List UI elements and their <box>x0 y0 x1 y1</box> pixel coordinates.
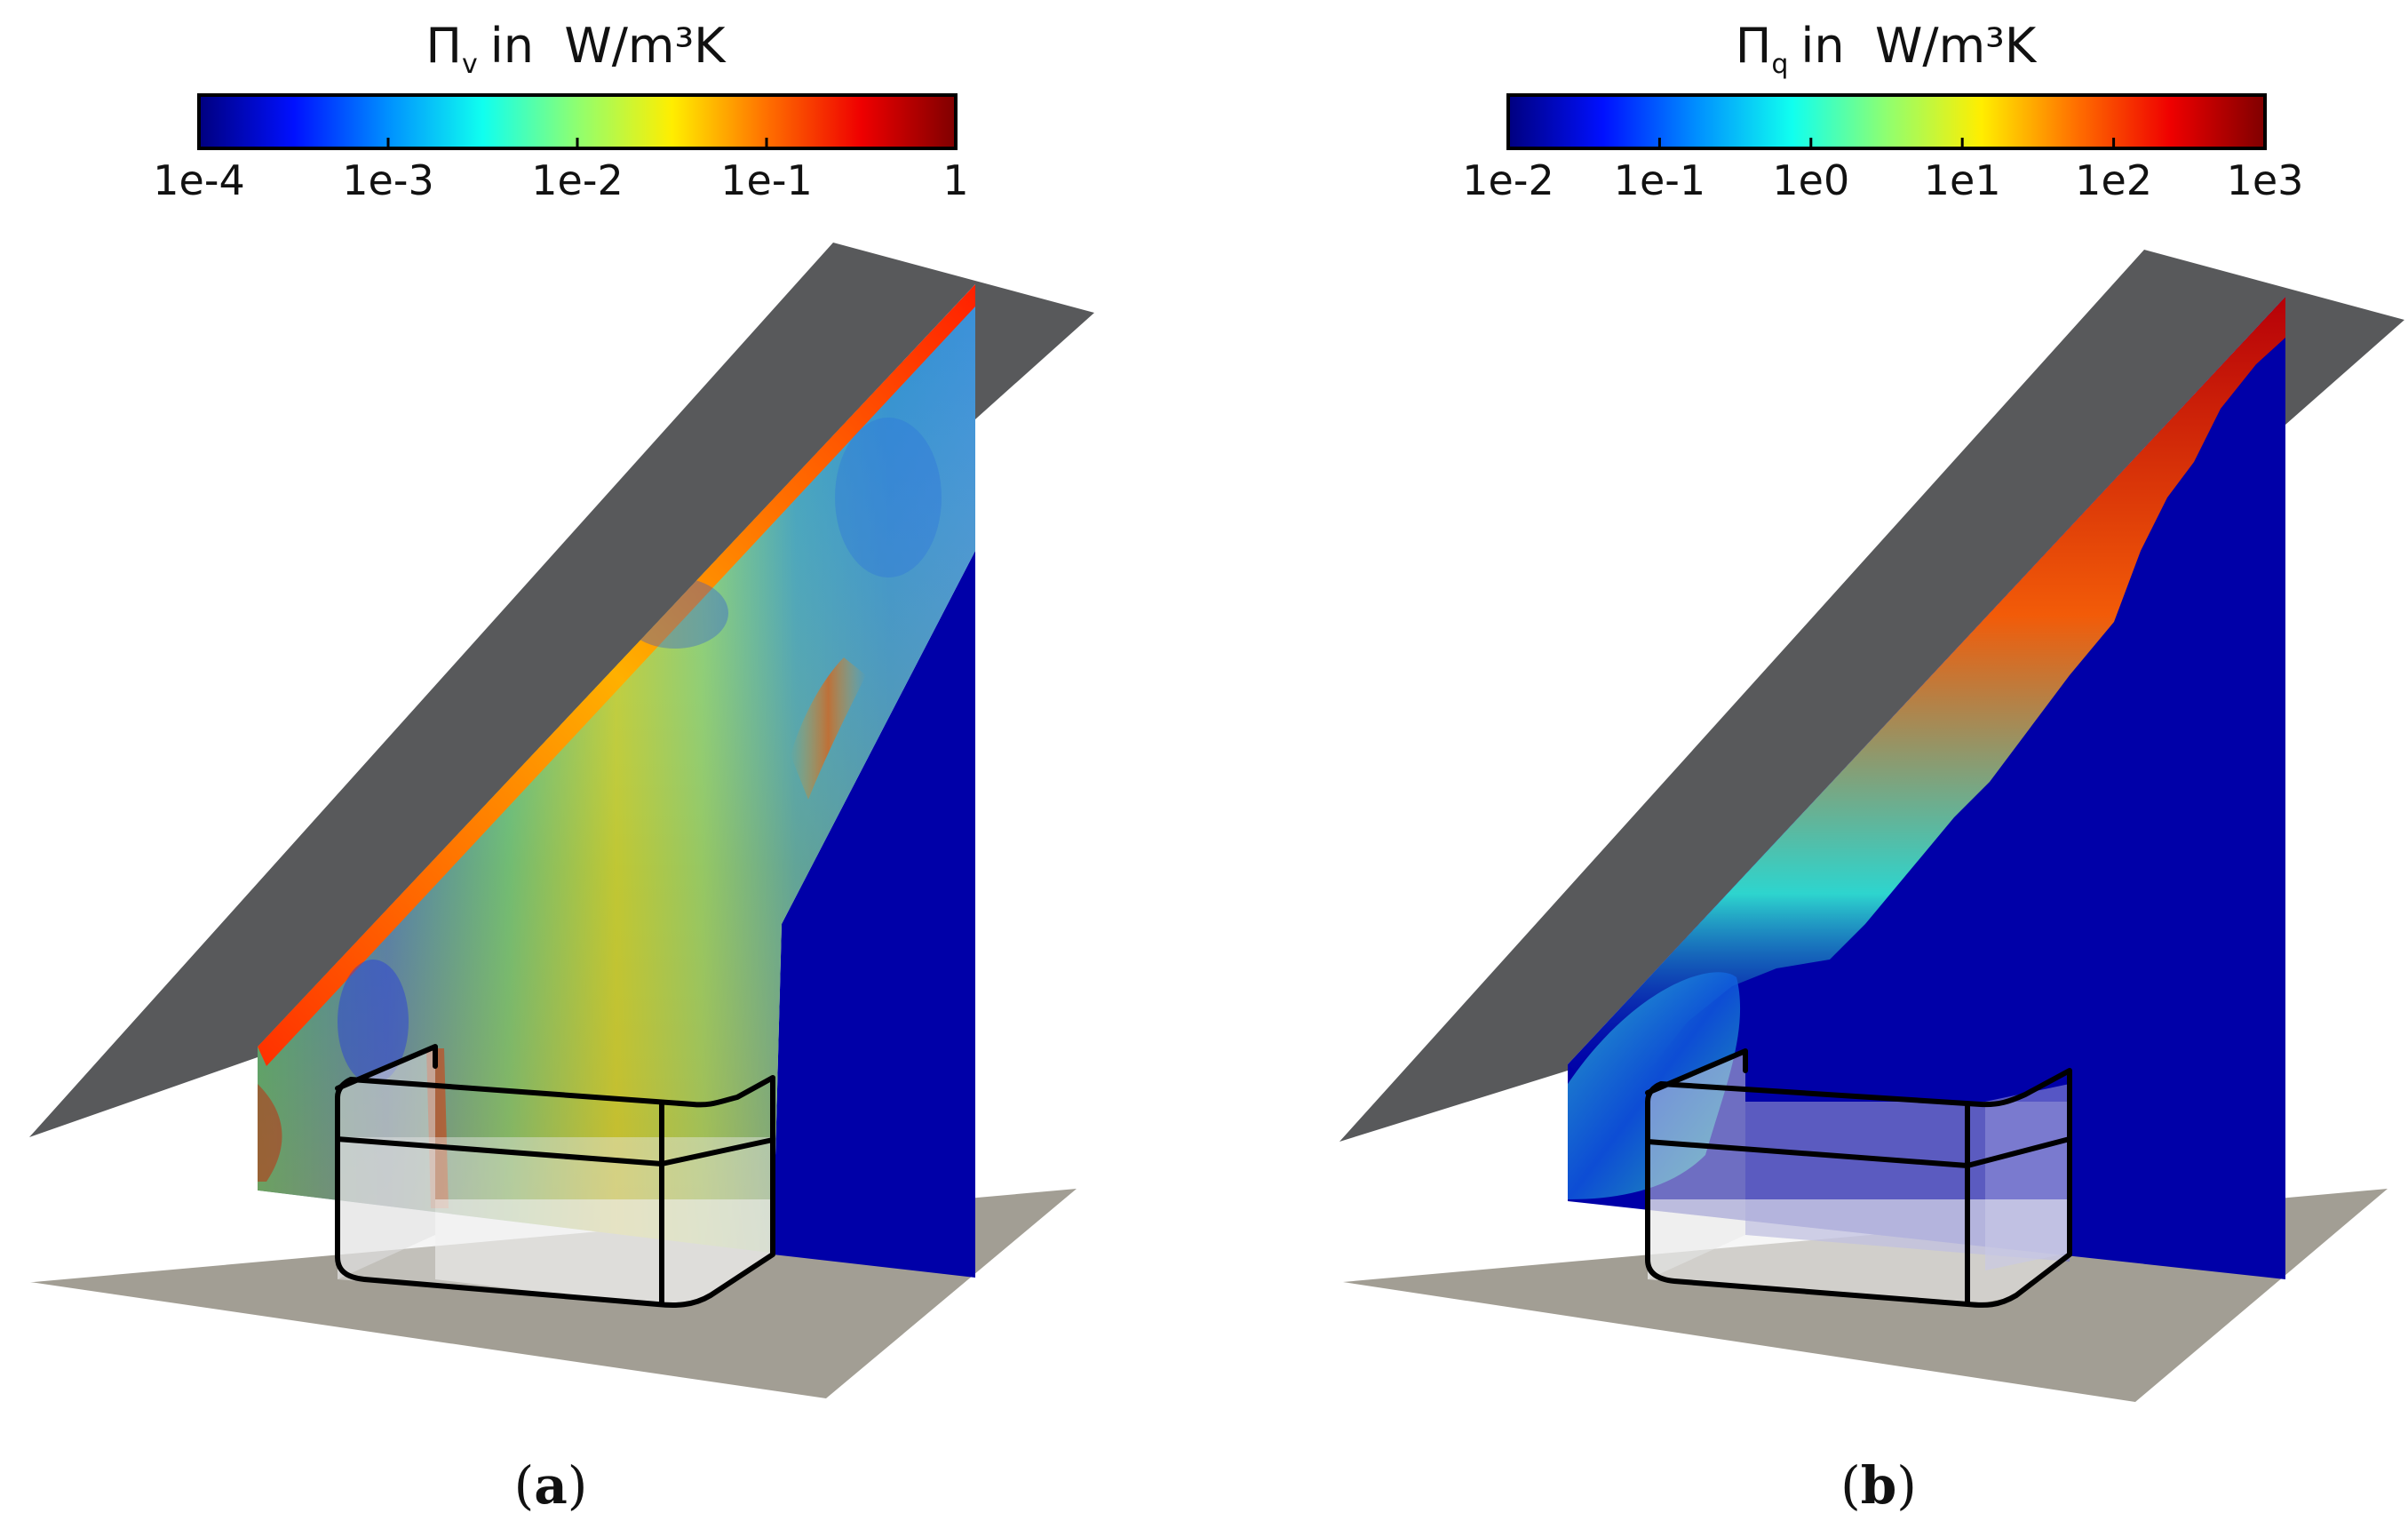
panel-label-b-close: ) <box>1896 1455 1917 1516</box>
colorbar-a-tick-label: 1e-3 <box>342 156 433 204</box>
panel-label-a-open: ( <box>514 1455 535 1516</box>
colorbar-a-unit: in W/m³K <box>490 18 727 74</box>
colorbar-b-symbol: Π <box>1736 18 1772 74</box>
panel-label-a-close: ) <box>568 1455 588 1516</box>
colorbar-a-tick-label: 1 <box>942 156 968 204</box>
panel-label-b-open: ( <box>1840 1455 1861 1516</box>
panel-label-b-letter: b <box>1861 1455 1897 1516</box>
colorbar-a-tick-label: 1e-1 <box>720 156 812 204</box>
roof-b <box>1339 250 2404 1142</box>
slice-a-quiet-region <box>773 551 975 1278</box>
panel-b <box>1339 250 2404 1402</box>
colorbar-b-tick-label: 1e-2 <box>1462 156 1554 204</box>
slice-a-field <box>258 284 975 1254</box>
colorbar-b: Πq in W/m³K 1e-2 1e-1 1e0 1e1 1e2 1e3 <box>1462 18 2303 204</box>
colorbar-a-subscript: v <box>462 49 478 80</box>
colorbar-b-ticks: 1e-2 1e-1 1e0 1e1 1e2 1e3 <box>1462 138 2303 204</box>
colorbar-b-tick-label: 1e2 <box>2075 156 2152 204</box>
colorbar-a: Πv in W/m³K 1e-4 1e-3 1e-2 1e-1 1 <box>153 18 968 204</box>
colorbar-a-title: Πv in W/m³K <box>425 18 727 80</box>
colorbar-b-title: Πq in W/m³K <box>1736 18 2038 80</box>
window-box-a <box>335 1044 775 1308</box>
roof-a <box>29 243 1094 1137</box>
panel-label-b: (b) <box>1840 1455 1917 1516</box>
colorbar-b-tick-label: 1e3 <box>2227 156 2304 204</box>
colorbar-a-tick-label: 1e-4 <box>153 156 244 204</box>
colorbar-b-tick-label: 1e1 <box>1924 156 2001 204</box>
colorbar-a-symbol: Π <box>425 18 462 74</box>
colorbar-b-unit: in W/m³K <box>1800 18 2037 74</box>
panel-a <box>29 243 1094 1398</box>
colorbar-a-tick-label: 1e-2 <box>531 156 623 204</box>
panel-label-a: (a) <box>514 1455 588 1516</box>
panel-label-a-letter: a <box>534 1455 568 1516</box>
colorbar-b-tick-label: 1e0 <box>1772 156 1849 204</box>
colorbar-b-subscript: q <box>1771 49 1788 80</box>
colorbar-b-bar <box>1506 93 2267 150</box>
colorbar-b-tick-label: 1e-1 <box>1614 156 1705 204</box>
window-box-b <box>1645 1048 2072 1308</box>
colorbar-a-ticks: 1e-4 1e-3 1e-2 1e-1 1 <box>153 138 969 204</box>
